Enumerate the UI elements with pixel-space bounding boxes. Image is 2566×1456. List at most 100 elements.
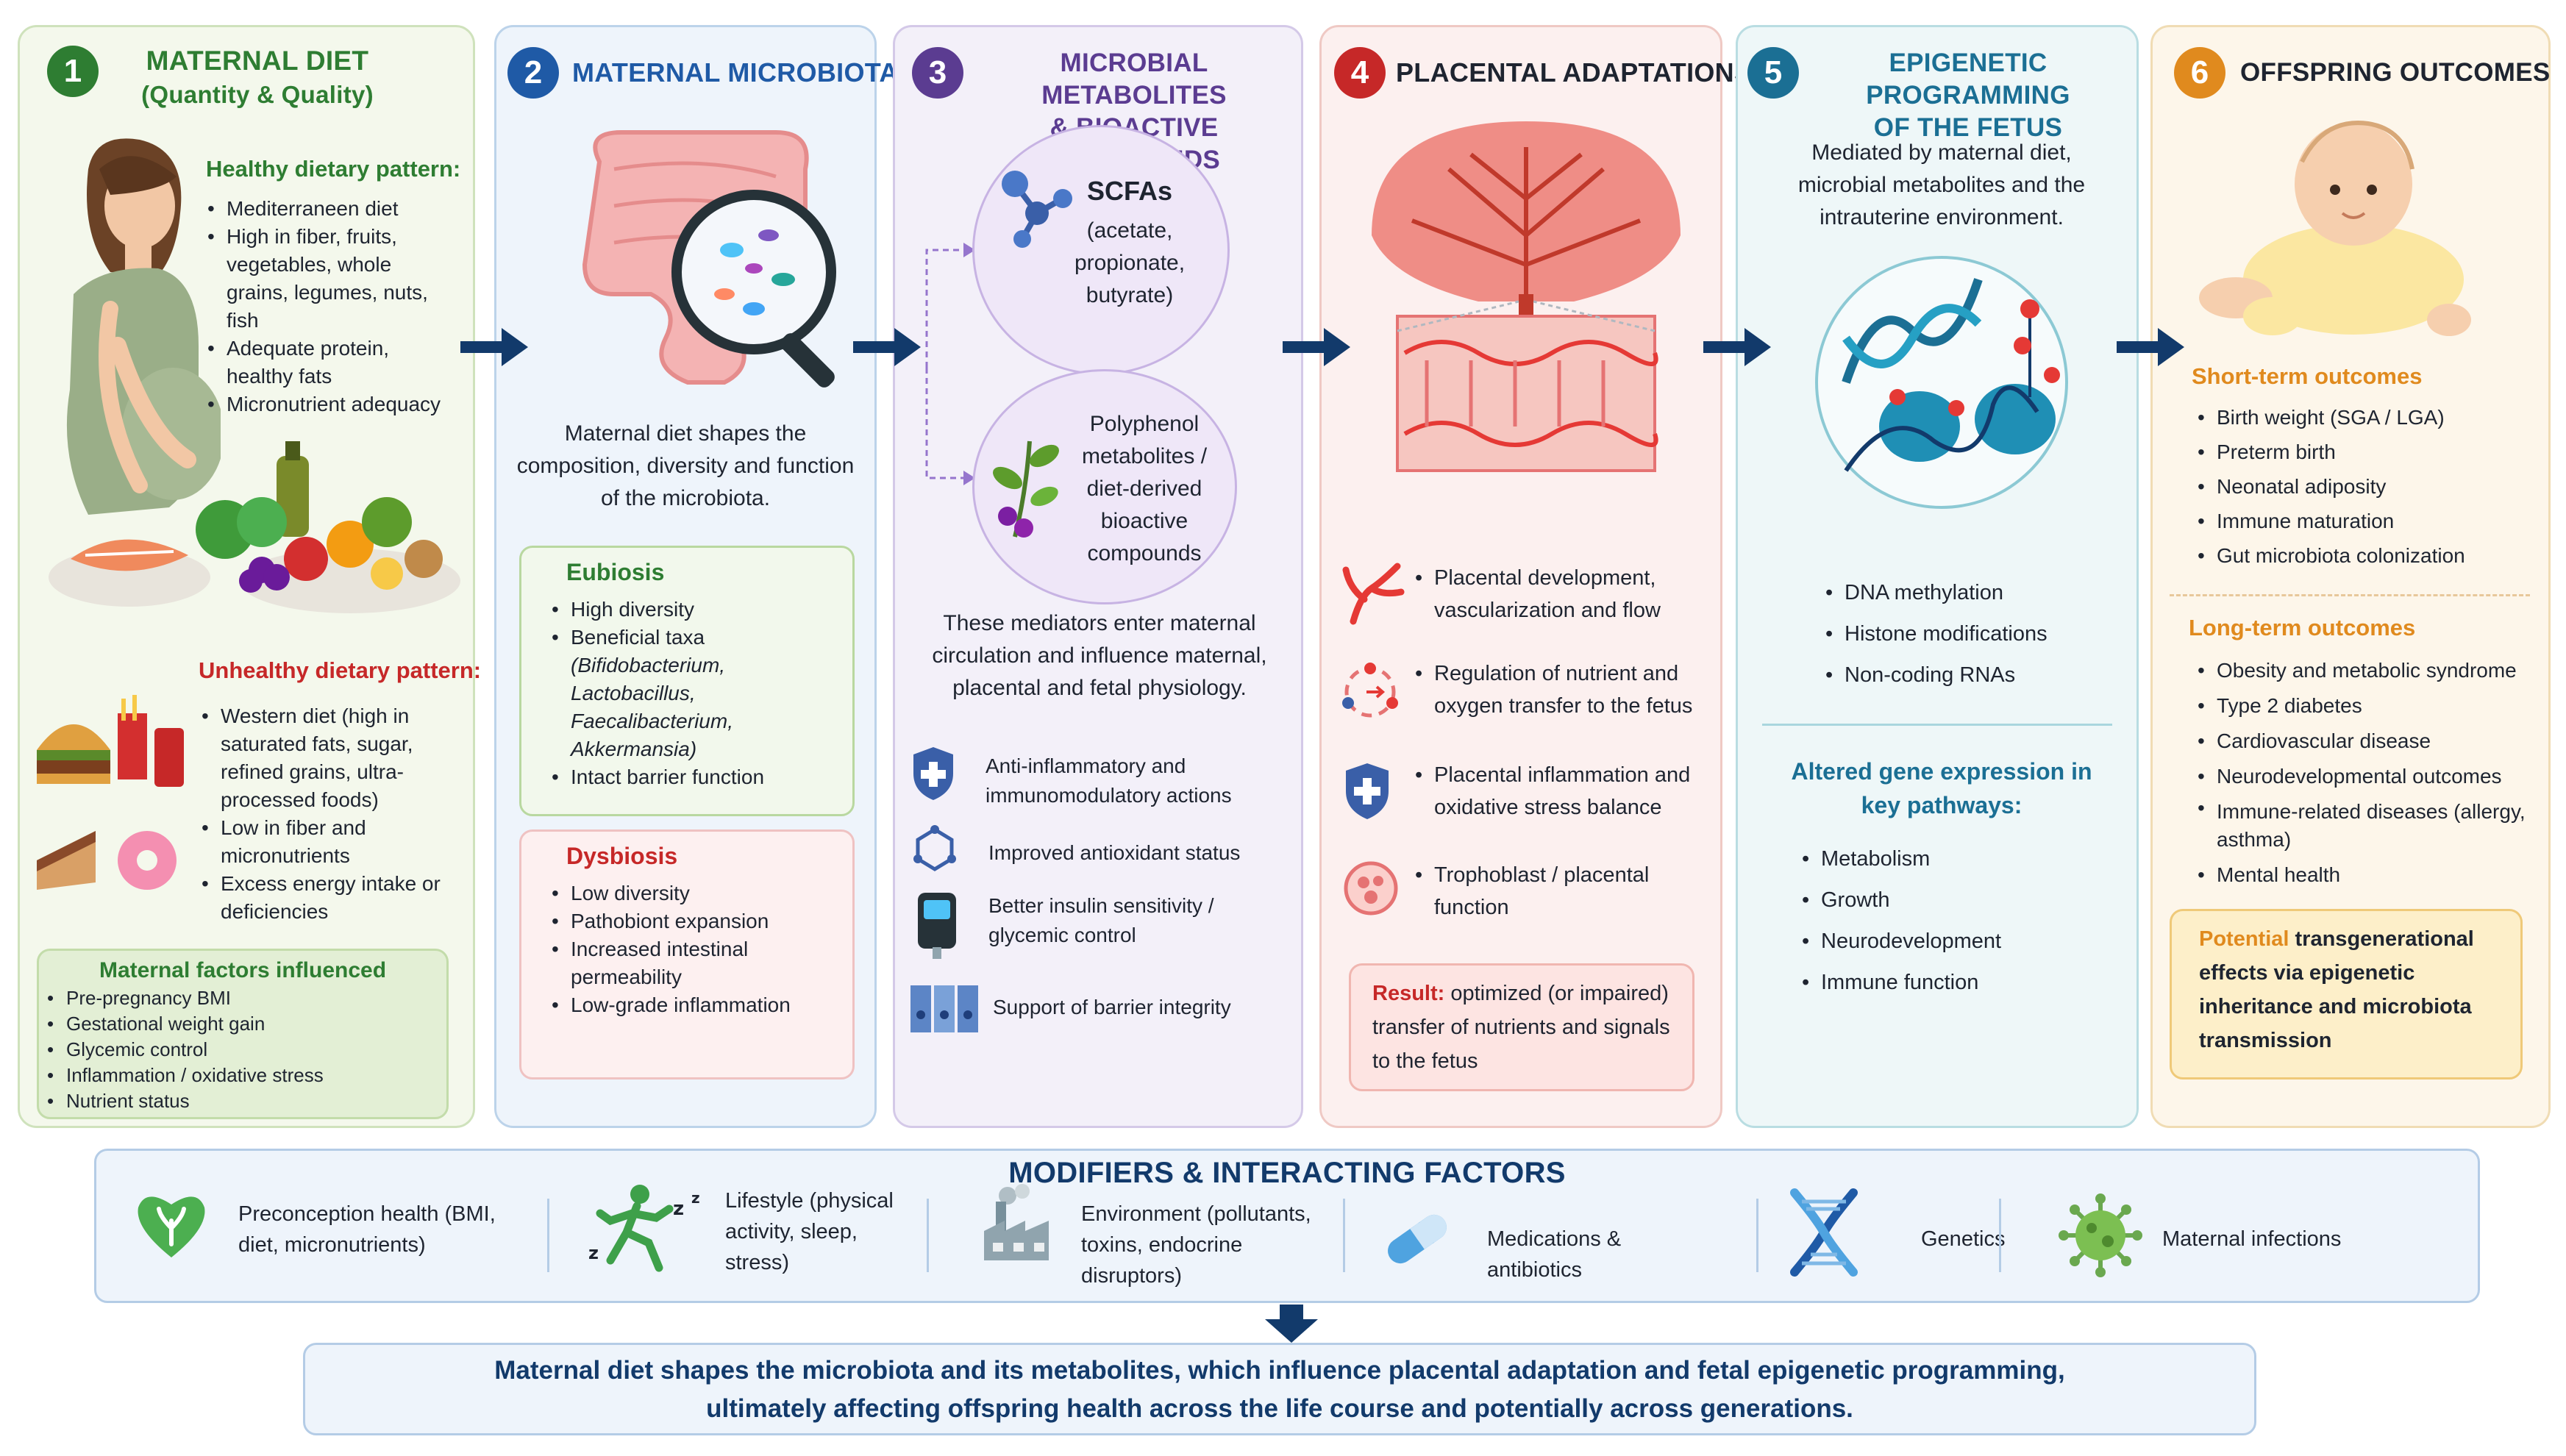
- shield-cross-icon: [913, 747, 953, 800]
- molecule-icon: [1002, 171, 1072, 248]
- list-item: Metabolism: [1799, 838, 2093, 879]
- list-item: Trophoblast / placental function: [1412, 859, 1714, 924]
- healthy-pattern-list: Mediterraneen diet High in fiber, fruits…: [204, 195, 455, 418]
- flow-arrow-right-icon: [1283, 328, 1350, 366]
- scfa-text: (acetate, propionate, butyrate): [1074, 218, 1186, 307]
- list-item: Low-grade inflammation: [549, 991, 843, 1019]
- modifier-lifestyle: Lifestyle (physical activity, sleep, str…: [725, 1189, 894, 1274]
- list-item: Mental health: [2195, 857, 2540, 893]
- gut-magnifier-illustration: [582, 130, 836, 388]
- barrier-cells-icon: [910, 985, 978, 1032]
- virus-icon: [2059, 1193, 2142, 1277]
- pregnant-woman-illustration: [66, 138, 221, 515]
- pill-capsule-icon: [1388, 1214, 1447, 1264]
- running-person-icon: z z z: [588, 1185, 700, 1272]
- list-item: Low diversity: [549, 879, 843, 907]
- list-item: Obesity and metabolic syndrome: [2195, 653, 2540, 688]
- step-number-1: 1: [47, 46, 99, 97]
- panel-1-title: MATERNAL DIET (Quantity & Quality): [118, 44, 397, 112]
- placenta-illustration: [1372, 121, 1681, 472]
- plant-berry-icon: [993, 440, 1059, 538]
- short-term-heading: Short-term outcomes: [2192, 363, 2423, 389]
- list-item: Regulation of nutrient and oxygen transf…: [1412, 657, 1714, 722]
- list-item: Mediterraneen diet: [204, 195, 455, 223]
- list-item: Inflammation / oxidative stress: [44, 1063, 441, 1088]
- antioxidant-molecule-icon: [913, 825, 956, 871]
- beneficial-taxa-names: (Bifidobacterium, Lactobacillus, Faecali…: [571, 654, 733, 760]
- dna-helix-icon: [1790, 1188, 1858, 1277]
- divider: [1999, 1199, 2001, 1272]
- healthy-food-illustration: [49, 441, 460, 613]
- list-item: Excess energy intake or deficiencies: [199, 870, 455, 926]
- modifiers-title: MODIFIERS & INTERACTING FACTORS: [1008, 1157, 1566, 1189]
- dashed-connector: [925, 243, 975, 485]
- panel-6-title: OFFSPRING OUTCOMES: [2240, 58, 2551, 87]
- heart-leaf-icon: [138, 1196, 205, 1257]
- list-item: Increased intestinal permeability: [549, 935, 843, 991]
- maternal-factors-list: Pre-pregnancy BMI Gestational weight gai…: [44, 985, 441, 1114]
- list-item: Non-coding RNAs: [1822, 654, 2117, 696]
- svg-text:z: z: [673, 1198, 684, 1220]
- list-item: Neonatal adiposity: [2195, 469, 2533, 504]
- maternal-factors-heading: Maternal factors influenced: [99, 958, 387, 982]
- flow-arrow-right-icon: [853, 328, 921, 366]
- effect-text: Anti-inflammatory and immunomodulatory a…: [986, 754, 1232, 807]
- glucose-meter-icon: [918, 893, 956, 959]
- divider: [927, 1199, 929, 1272]
- effect-text: Improved antioxidant status: [988, 841, 1241, 864]
- list-item: Immune maturation: [2195, 504, 2533, 538]
- dysbiosis-list: Low diversity Pathobiont expansion Incre…: [549, 879, 843, 1019]
- summary-line-1: Maternal diet shapes the microbiota and …: [494, 1356, 2065, 1385]
- unhealthy-pattern-heading: Unhealthy dietary pattern:: [199, 657, 482, 683]
- divider: [547, 1199, 549, 1272]
- scfa-title: SCFAs: [1086, 176, 1173, 206]
- panel-1-title-line1: MATERNAL DIET: [146, 46, 369, 76]
- effect-item: Support of barrier integrity: [993, 993, 1302, 1022]
- transgenerational-box: [2170, 909, 2523, 1079]
- list-item: Placental inflammation and oxidative str…: [1412, 759, 1714, 824]
- unhealthy-pattern-list: Western diet (high in saturated fats, su…: [199, 702, 455, 926]
- panel-5-title-line2: OF THE FETUS: [1873, 113, 2063, 142]
- flow-arrow-right-icon: [460, 328, 528, 366]
- microbiota-caption: Maternal diet shapes the composition, di…: [516, 421, 855, 510]
- list-item: Intact barrier function: [549, 763, 843, 791]
- list-item: Gestational weight gain: [44, 1011, 441, 1037]
- list-item: Low in fiber and micronutrients: [199, 814, 455, 870]
- effect-text: Better insulin sensitivity / glycemic co…: [988, 894, 1214, 946]
- list-item: Histone modifications: [1822, 613, 2117, 654]
- effect-item: Anti-inflammatory and immunomodulatory a…: [986, 752, 1294, 810]
- flow-arrow-right-icon: [1703, 328, 1771, 366]
- long-term-heading: Long-term outcomes: [2189, 615, 2416, 640]
- step-number-2: 2: [507, 47, 559, 99]
- baby-illustration: [2199, 121, 2471, 336]
- list-item: Pathobiont expansion: [549, 907, 843, 935]
- list-item: Adequate protein, healthy fats: [204, 335, 455, 390]
- list-item: High diversity: [549, 596, 843, 624]
- divider: [1756, 1199, 1758, 1272]
- result-box: [1349, 963, 1694, 1091]
- result-label: Result:: [1372, 982, 1445, 1005]
- gene-expression-heading: Altered gene expression in key pathways:: [1791, 758, 2092, 818]
- list-item: Placental development, vascularization a…: [1412, 562, 1714, 627]
- healthy-pattern-heading: Healthy dietary pattern:: [206, 156, 461, 182]
- modifier-medications: Medications & antibiotics: [1487, 1227, 1622, 1282]
- list-item: Nutrient status: [44, 1088, 441, 1114]
- step-number-4: 4: [1334, 47, 1386, 99]
- divider: [1762, 724, 2112, 726]
- eubiosis-list: High diversity Beneficial taxa(Bifidobac…: [549, 596, 843, 791]
- list-item: Immune-related diseases (allergy, asthma…: [2195, 794, 2540, 857]
- divider: [2170, 594, 2530, 596]
- short-term-list: Birth weight (SGA / LGA) Preterm birth N…: [2195, 400, 2533, 573]
- list-item: DNA methylation: [1822, 572, 2117, 613]
- polyphenol-text: Polyphenol metabolites / diet-derived bi…: [1081, 412, 1208, 565]
- panel-2-title: MATERNAL MICROBIOTA: [572, 57, 899, 88]
- list-item: High in fiber, fruits, vegetables, whole…: [204, 223, 455, 335]
- long-term-list: Obesity and metabolic syndrome Type 2 di…: [2195, 653, 2540, 893]
- factory-icon: [984, 1184, 1049, 1260]
- placental-list-1: Placental development, vascularization a…: [1412, 562, 1714, 627]
- divider: [1343, 1199, 1345, 1272]
- placental-list-3: Placental inflammation and oxidative str…: [1412, 759, 1714, 824]
- modifier-infections: Maternal infections: [2162, 1227, 2342, 1251]
- list-item: Immune function: [1799, 962, 2093, 1003]
- list-item: Glycemic control: [44, 1037, 441, 1063]
